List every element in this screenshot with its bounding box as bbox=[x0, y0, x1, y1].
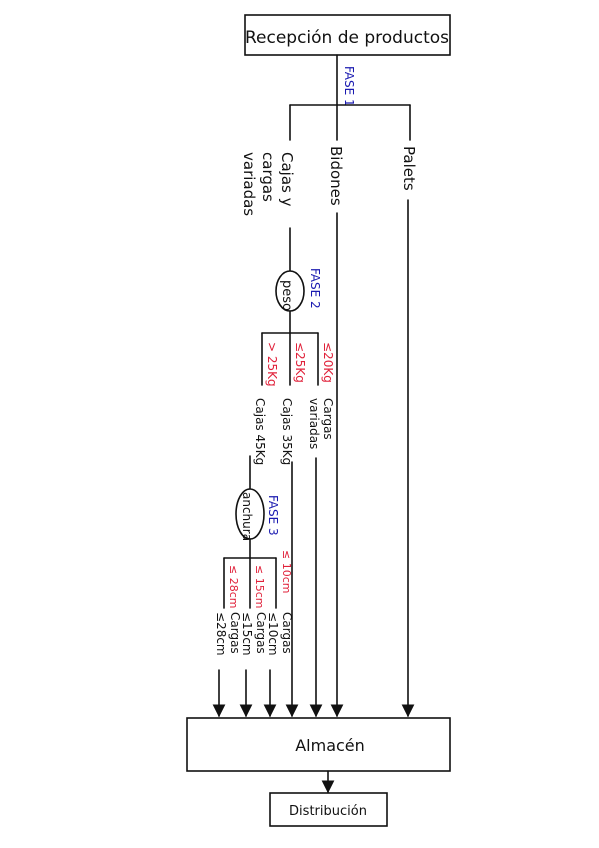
reception-label: Recepción de productos bbox=[245, 28, 449, 48]
phase2-label: FASE 2 bbox=[308, 268, 322, 309]
out-varied-label-2: variadas bbox=[307, 398, 321, 449]
reception-box bbox=[244, 14, 451, 56]
cond-le25-label: ≤25Kg bbox=[293, 342, 307, 383]
phase1-label: FASE 1 bbox=[342, 66, 356, 107]
cond-le20-label: ≤20Kg bbox=[321, 342, 335, 383]
out-b-label-2: ≤15cm bbox=[240, 612, 254, 656]
out-c-label-1: Cargas bbox=[228, 612, 242, 654]
out-a-label-2: ≤10cm bbox=[266, 612, 280, 656]
out-c-label-2: ≤28cm bbox=[214, 612, 228, 656]
distribution-box bbox=[269, 792, 388, 827]
out-a-label-1: Cargas bbox=[280, 612, 294, 654]
distribution-label: Distribución bbox=[289, 804, 367, 819]
cond-le15-label: ≤ 15cm bbox=[253, 565, 266, 608]
branch-boxes-label-2: cargas bbox=[259, 152, 277, 202]
branch-boxes-label-3: variadas bbox=[240, 152, 258, 216]
width-decision-label: anchura bbox=[240, 492, 254, 541]
cond-gt25-label: > 25Kg bbox=[265, 342, 279, 387]
out-varied-label-1: Cargas bbox=[321, 398, 335, 440]
branch-pallets-label: Palets bbox=[400, 146, 418, 191]
storage-label: Almacén bbox=[295, 736, 365, 755]
branch-boxes-label-1: Cajas y bbox=[278, 152, 296, 207]
weight-decision-label: peso bbox=[279, 280, 294, 311]
out-boxes35-label: Cajas 35Kg bbox=[280, 398, 294, 465]
cond-le28-label: ≤ 28cm bbox=[227, 565, 240, 608]
branch-drums-label: Bidones bbox=[327, 146, 345, 206]
phase3-label: FASE 3 bbox=[266, 495, 280, 536]
storage-box bbox=[186, 717, 451, 772]
out-boxes45-label: Cajas 45Kg bbox=[253, 398, 267, 465]
out-b-label-1: Cargas bbox=[254, 612, 268, 654]
cond-le10-label: ≤ 10cm bbox=[280, 550, 293, 593]
